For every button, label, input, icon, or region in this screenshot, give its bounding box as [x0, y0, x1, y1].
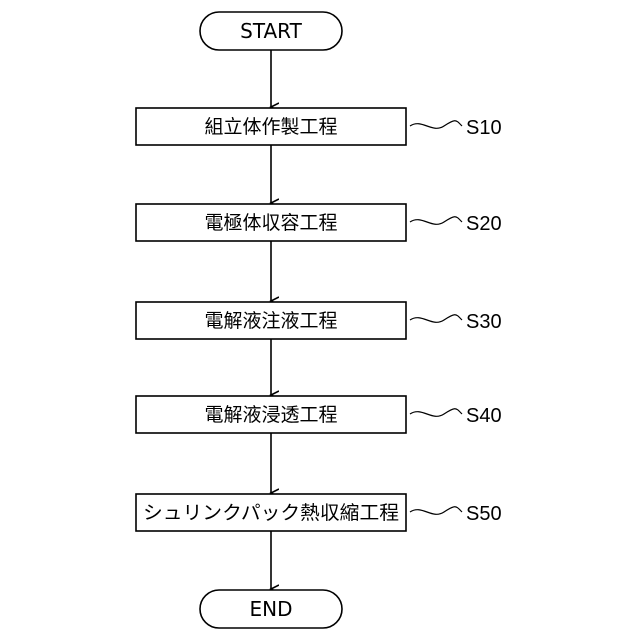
leader-squiggle: [410, 409, 462, 417]
process-step-s40: 電解液浸透工程 S40: [136, 396, 502, 433]
process-step-s10: 組立体作製工程 S10: [136, 108, 502, 145]
process-label: 電解液注液工程: [204, 310, 337, 332]
leader-squiggle: [410, 315, 462, 323]
process-label: 組立体作製工程: [204, 116, 337, 138]
start-label: START: [240, 19, 302, 43]
leader-squiggle: [410, 217, 462, 225]
end-label: END: [250, 597, 293, 621]
step-ref-label: S30: [466, 311, 502, 333]
process-step-s20: 電極体収容工程 S20: [136, 204, 502, 241]
process-label: 電極体収容工程: [204, 212, 337, 234]
step-ref-label: S40: [466, 405, 502, 427]
process-label: シュリンクパック熱収縮工程: [143, 502, 399, 524]
process-step-s30: 電解液注液工程 S30: [136, 302, 502, 339]
step-ref-label: S20: [466, 213, 502, 235]
leader-squiggle: [410, 507, 462, 515]
process-step-s50: シュリンクパック熱収縮工程 S50: [136, 494, 502, 531]
step-ref-label: S50: [466, 503, 502, 525]
leader-squiggle: [410, 121, 462, 129]
step-ref-label: S10: [466, 117, 502, 139]
process-label: 電解液浸透工程: [204, 404, 337, 426]
